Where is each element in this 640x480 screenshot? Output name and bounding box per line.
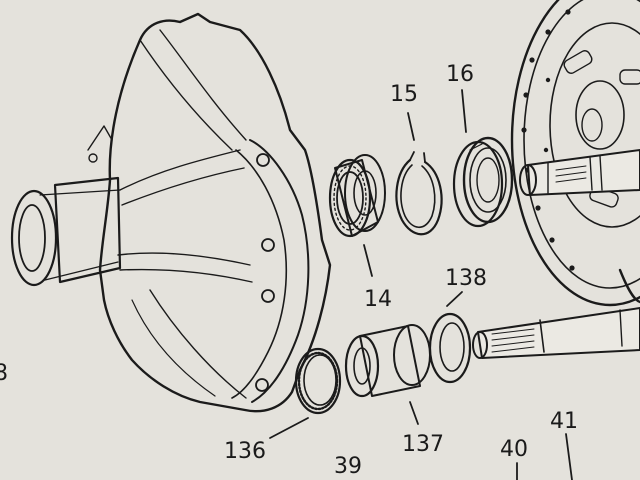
callout-41: 41 [550,409,578,434]
leader-137 [409,401,419,425]
upper-input-shaft [519,149,640,196]
leader-15 [407,112,415,141]
callout-edge-8: 8 [0,361,8,386]
leader-138 [446,291,463,307]
part-15-circlip [395,151,443,236]
lower-output-shaft [472,268,640,359]
callout-16: 16 [446,62,474,87]
callout-39: 39 [334,454,362,479]
leader-136 [269,417,309,439]
part-138-washer [428,312,472,384]
clutch-disc [510,0,640,307]
gearbox-casing [10,12,332,413]
part-137-sleeve [344,324,431,398]
part-136-needle-ring [294,347,342,415]
part-16-bearing [452,136,514,228]
leader-41 [565,433,573,480]
callout-138: 138 [445,266,487,291]
callout-labels: 14 15 16 136 137 138 39 40 41 8 [0,62,578,479]
callout-40: 40 [500,437,528,462]
callout-14: 14 [364,287,392,312]
callout-15: 15 [390,82,418,107]
part-14-bearing [328,154,386,238]
callout-137: 137 [402,432,444,457]
callout-136: 136 [224,439,266,464]
leader-lines [269,89,573,480]
leader-16 [461,89,467,133]
leader-14 [363,244,373,277]
